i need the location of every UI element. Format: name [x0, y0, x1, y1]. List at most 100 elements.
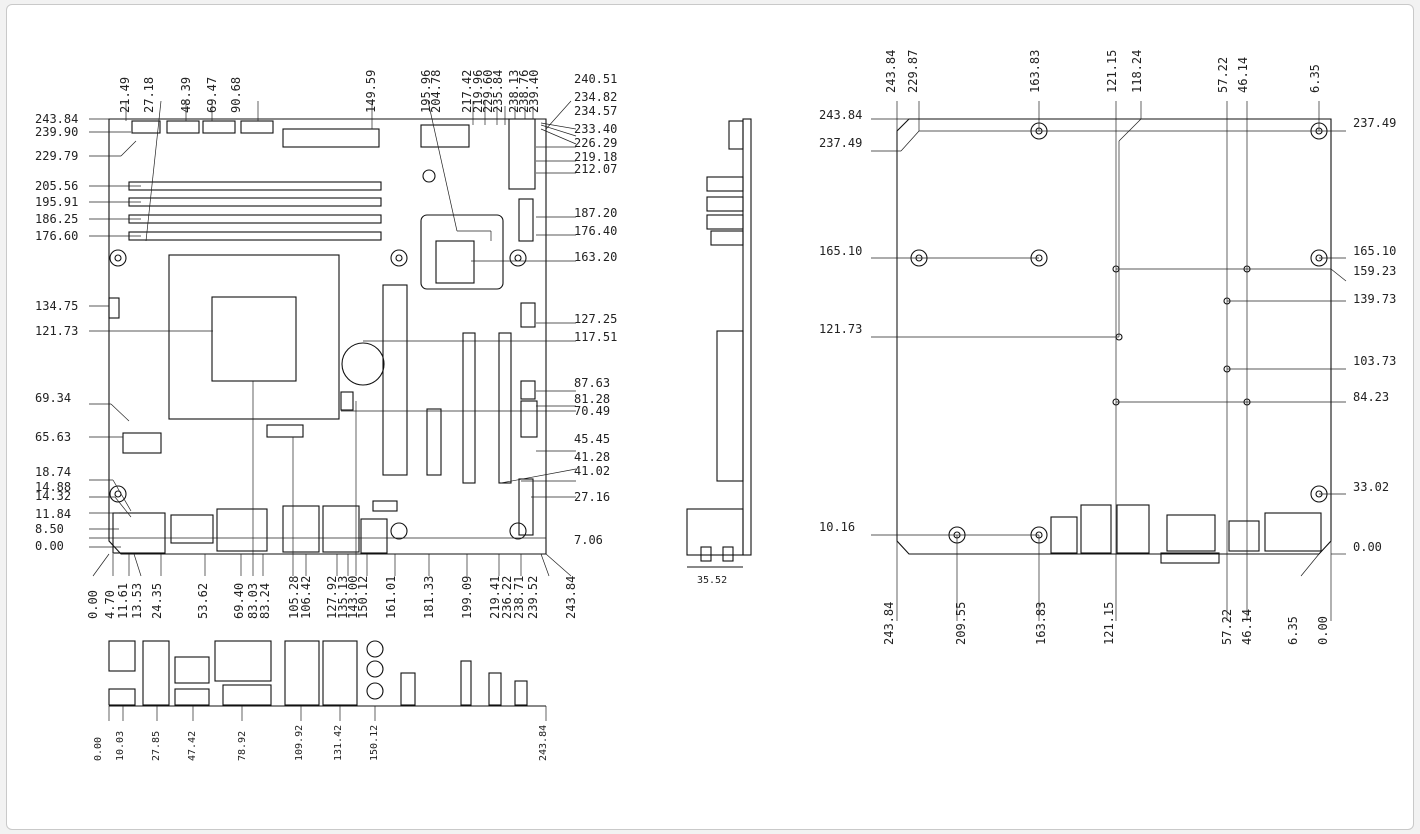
dimension-label: 127.92: [325, 576, 339, 619]
dimension-label: 18.74: [35, 465, 71, 479]
dimension-label: 0.00: [1353, 540, 1382, 554]
dimension-label: 135.13: [336, 576, 350, 619]
dimension-label: 239.90: [35, 125, 78, 139]
dimension-label: 134.75: [35, 299, 78, 313]
dimension-label: 57.22: [1216, 57, 1230, 93]
dimension-label: 187.20: [574, 206, 617, 220]
dimension-label: 11.84: [35, 507, 71, 521]
dimension-label: 150.12: [356, 576, 370, 619]
dimension-label: 229.87: [906, 50, 920, 93]
dimension-label: 10.03: [115, 731, 126, 761]
dimension-label: 163.20: [574, 250, 617, 264]
dimension-label: 24.35: [150, 583, 164, 619]
dimension-label: 243.84: [884, 50, 898, 93]
dimension-label: 121.15: [1102, 602, 1116, 645]
dimension-label: 35.52: [697, 575, 727, 586]
dimension-label: 243.84: [882, 602, 896, 645]
dimension-label: 243.84: [819, 108, 862, 122]
dimension-label: 105.28: [287, 576, 301, 619]
dimension-label: 240.51: [574, 72, 617, 86]
dimension-label: 21.49: [118, 77, 132, 113]
dimension-label: 186.25: [35, 212, 78, 226]
dimension-label: 176.40: [574, 224, 617, 238]
bottom-view-board: [896, 118, 1332, 564]
dimension-label: 70.49: [574, 404, 610, 418]
dimension-label: 41.28: [574, 450, 610, 464]
dimension-label: 236.22: [500, 576, 514, 619]
dimension-label: 78.92: [237, 731, 248, 761]
dimension-label: 0.00: [86, 590, 100, 619]
dimension-label: 90.68: [229, 77, 243, 113]
dimension-lines: [89, 100, 1347, 721]
dimension-label: 41.02: [574, 464, 610, 478]
dimension-label: 139.73: [1353, 292, 1396, 306]
dimension-label: 65.63: [35, 430, 71, 444]
dimension-label: 131.42: [333, 725, 344, 761]
dimension-label: 237.49: [819, 136, 862, 150]
dimension-label: 45.45: [574, 432, 610, 446]
dimension-label: 27.85: [151, 731, 162, 761]
dimension-label: 118.24: [1130, 50, 1144, 93]
dimension-label: 69.34: [35, 391, 71, 405]
dimension-label: 121.15: [1105, 50, 1119, 93]
dimension-label: 83.24: [258, 583, 272, 619]
dimension-label: 219.96: [471, 70, 485, 113]
dimension-label: 0.00: [1316, 616, 1330, 645]
dimension-label: 0.00: [35, 539, 64, 553]
dimension-label: 48.39: [179, 77, 193, 113]
dimension-label: 204.78: [429, 70, 443, 113]
dimension-label: 181.33: [422, 576, 436, 619]
dimension-label: 226.29: [574, 136, 617, 150]
dimension-label: 14.88: [35, 480, 71, 494]
dimension-label: 6.35: [1308, 64, 1322, 93]
dimension-label: 87.63: [574, 376, 610, 390]
dimension-label: 234.57: [574, 104, 617, 118]
dimension-label: 149.59: [364, 70, 378, 113]
dimension-label: 199.09: [460, 576, 474, 619]
dimension-label: 163.83: [1034, 602, 1048, 645]
dimension-label: 47.42: [187, 731, 198, 761]
dimension-label: 229.60: [481, 70, 495, 113]
io-view-panel: [108, 640, 546, 707]
dimension-label: 163.83: [1028, 50, 1042, 93]
dimension-label: 53.62: [196, 583, 210, 619]
dimension-label: 121.73: [819, 322, 862, 336]
dimension-label: 165.10: [819, 244, 862, 258]
dimension-label: 14.32: [35, 489, 71, 503]
dimension-label: 13.53: [130, 583, 144, 619]
dimension-label: 219.41: [488, 576, 502, 619]
dimension-label: 234.82: [574, 90, 617, 104]
dimension-label: 239.40: [527, 70, 541, 113]
dimension-label: 243.84: [538, 725, 549, 761]
dimension-label: 103.73: [1353, 354, 1396, 368]
dimension-label: 4.70: [103, 590, 117, 619]
dimension-label: 235.84: [491, 70, 505, 113]
dimension-label: 238.13: [507, 70, 521, 113]
dimension-label: 195.96: [419, 70, 433, 113]
dimension-label: 143.00: [346, 576, 360, 619]
dimension-label: 11.61: [116, 583, 130, 619]
dimension-label: 212.07: [574, 162, 617, 176]
dimension-label: 238.76: [517, 70, 531, 113]
dimension-label: 237.49: [1353, 116, 1396, 130]
dimension-label: 243.84: [35, 112, 78, 126]
dimension-label: 165.10: [1353, 244, 1396, 258]
dimension-label: 46.14: [1240, 609, 1254, 645]
dimension-label: 81.28: [574, 392, 610, 406]
dimension-label: 217.42: [460, 70, 474, 113]
dimension-label: 83.03: [246, 583, 260, 619]
dimension-label: 176.60: [35, 229, 78, 243]
dimension-label: 229.79: [35, 149, 78, 163]
dimension-label: 238.71: [512, 576, 526, 619]
dimension-label: 159.23: [1353, 264, 1396, 278]
dimension-label: 84.23: [1353, 390, 1389, 404]
dimension-label: 233.40: [574, 122, 617, 136]
dimension-label: 161.01: [384, 576, 398, 619]
dimension-label: 127.25: [574, 312, 617, 326]
top-view-board: [108, 118, 547, 555]
dimension-label: 106.42: [299, 576, 313, 619]
dimension-label: 69.40: [232, 583, 246, 619]
dimension-label: 117.51: [574, 330, 617, 344]
dimension-label: 10.16: [819, 520, 855, 534]
